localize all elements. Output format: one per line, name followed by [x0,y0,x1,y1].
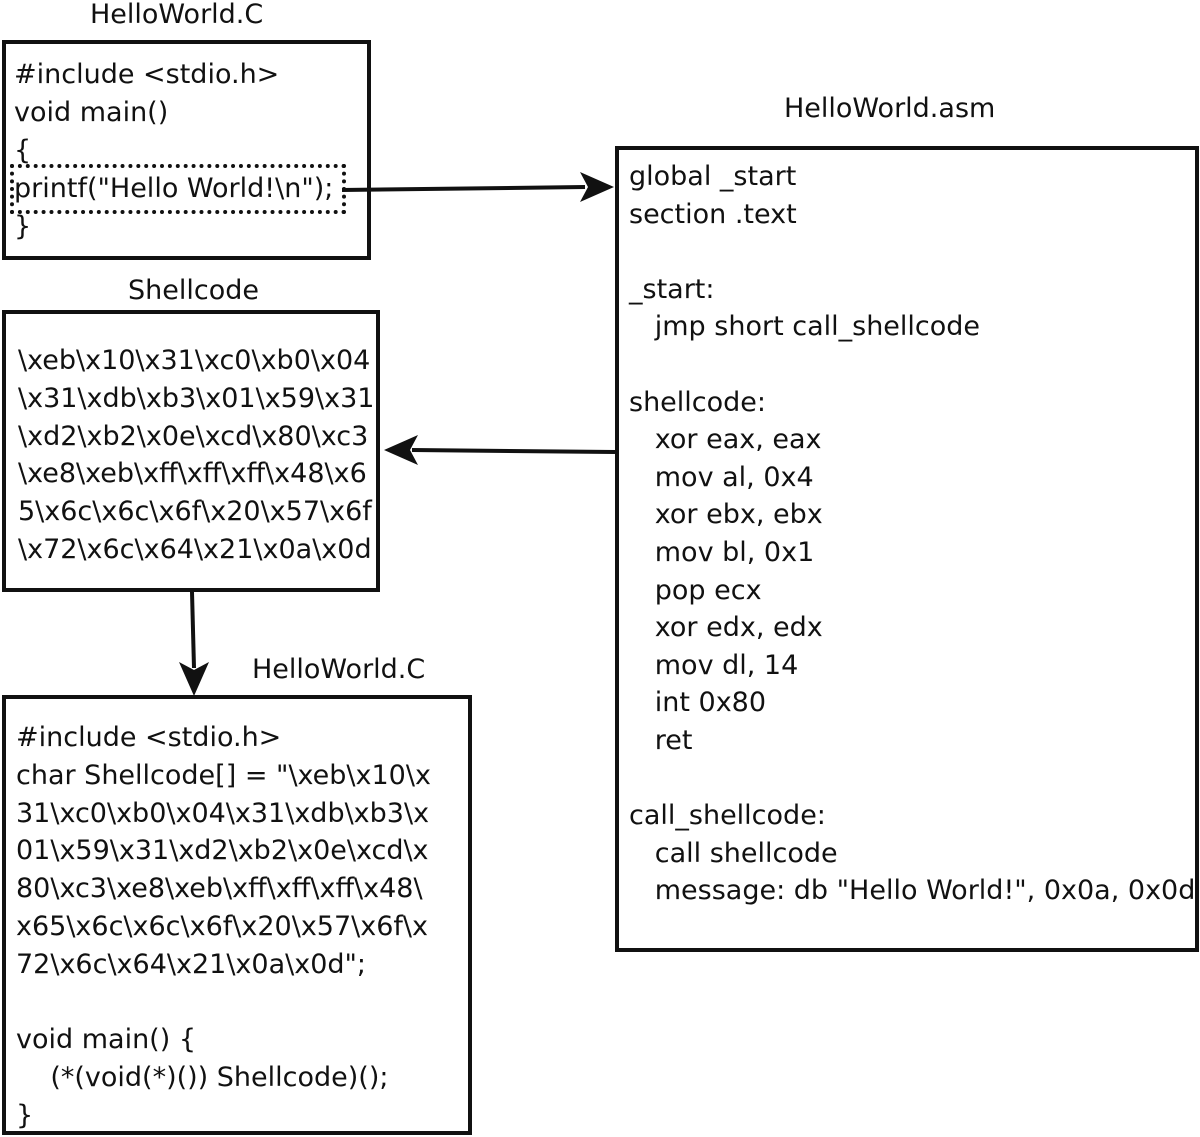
code-line: } [14,211,32,242]
code-line: section .text [629,198,797,230]
code-line: #include <stdio.h> [16,722,282,753]
code-line: shellcode: [629,386,767,418]
code-line: 01\x59\x31\xd2\xb2\x0e\xcd\x [16,835,429,867]
arrow-c-to-asm-head [580,172,614,202]
arrow-c-to-asm-line [341,185,586,192]
arrow-asm-to-shellcode-line [411,448,616,454]
code-line: call_shellcode: [629,800,826,832]
code-line: void main() { [16,1024,197,1056]
c-loader-title: HelloWorld.C [252,654,426,685]
code-line: 5\x6c\x6c\x6f\x20\x57\x6f [18,496,372,528]
code-line: mov dl, 14 [629,649,799,681]
code-line: void main() [14,97,169,128]
code-line: pop ecx [629,574,762,606]
code-line: global _start [629,161,797,192]
code-line: 31\xc0\xb0\x04\x31\xdb\xb3\x [16,797,430,829]
code-line: \x31\xdb\xb3\x01\x59\x31 [18,382,375,414]
code-line: 72\x6c\x64\x21\x0a\x0d"; [16,948,367,980]
code-line: call shellcode [629,837,838,869]
code-line: #include <stdio.h> [14,59,280,90]
shellcode-box: \xeb\x10\x31\xc0\xb0\x04 \x31\xdb\xb3\x0… [2,310,380,592]
arrow-shellcode-to-loader-head [179,662,209,696]
code-line: xor ebx, ebx [629,499,823,531]
c-loader-box: #include <stdio.h> char Shellcode[] = "\… [2,695,472,1135]
code-line: \x72\x6c\x64\x21\x0a\x0d [18,533,372,565]
c-source-box: #include <stdio.h> void main() { printf(… [2,40,371,260]
code-line: xor edx, edx [629,612,823,644]
code-line: message: db "Hello World!", 0x0a, 0x0d [629,875,1196,907]
shellcode-title: Shellcode [128,275,259,306]
code-line: \xeb\x10\x31\xc0\xb0\x04 [18,345,371,376]
code-line: ret [629,724,693,756]
code-line: { [14,135,32,166]
code-line: x65\x6c\x6c\x6f\x20\x57\x6f\x [16,910,428,942]
code-line: \xd2\xb2\x0e\xcd\x80\xc3 [18,420,369,452]
code-line: char Shellcode[] = "\xeb\x10\x [16,759,431,791]
arrow-asm-to-shellcode-head [384,435,418,465]
c-source-code: #include <stdio.h> void main() { printf(… [14,56,333,246]
asm-source-code: global _start section .text _start: jmp … [629,158,1195,910]
code-line: _start: [629,273,715,305]
code-line-highlighted: printf("Hello World!\n"); [14,173,334,204]
code-line: \xe8\xeb\xff\xff\xff\x48\x6 [18,458,367,490]
code-line: (*(void(*)()) Shellcode)(); [16,1062,389,1094]
shellcode-bytes: \xeb\x10\x31\xc0\xb0\x04 \x31\xdb\xb3\x0… [18,342,374,569]
c-loader-code: #include <stdio.h> char Shellcode[] = "\… [16,719,431,1135]
code-line: int 0x80 [629,687,767,719]
code-line: 80\xc3\xe8\xeb\xff\xff\xff\x48\ [16,873,423,905]
asm-source-title: HelloWorld.asm [784,93,996,124]
code-line: xor eax, eax [629,424,822,456]
asm-source-box: global _start section .text _start: jmp … [615,146,1199,952]
code-line: mov al, 0x4 [629,461,814,493]
code-line: } [16,1099,34,1131]
c-source-title: HelloWorld.C [90,0,264,30]
code-line: mov bl, 0x1 [629,536,815,568]
arrow-shellcode-to-loader-line [190,591,196,669]
code-line: jmp short call_shellcode [629,311,981,343]
